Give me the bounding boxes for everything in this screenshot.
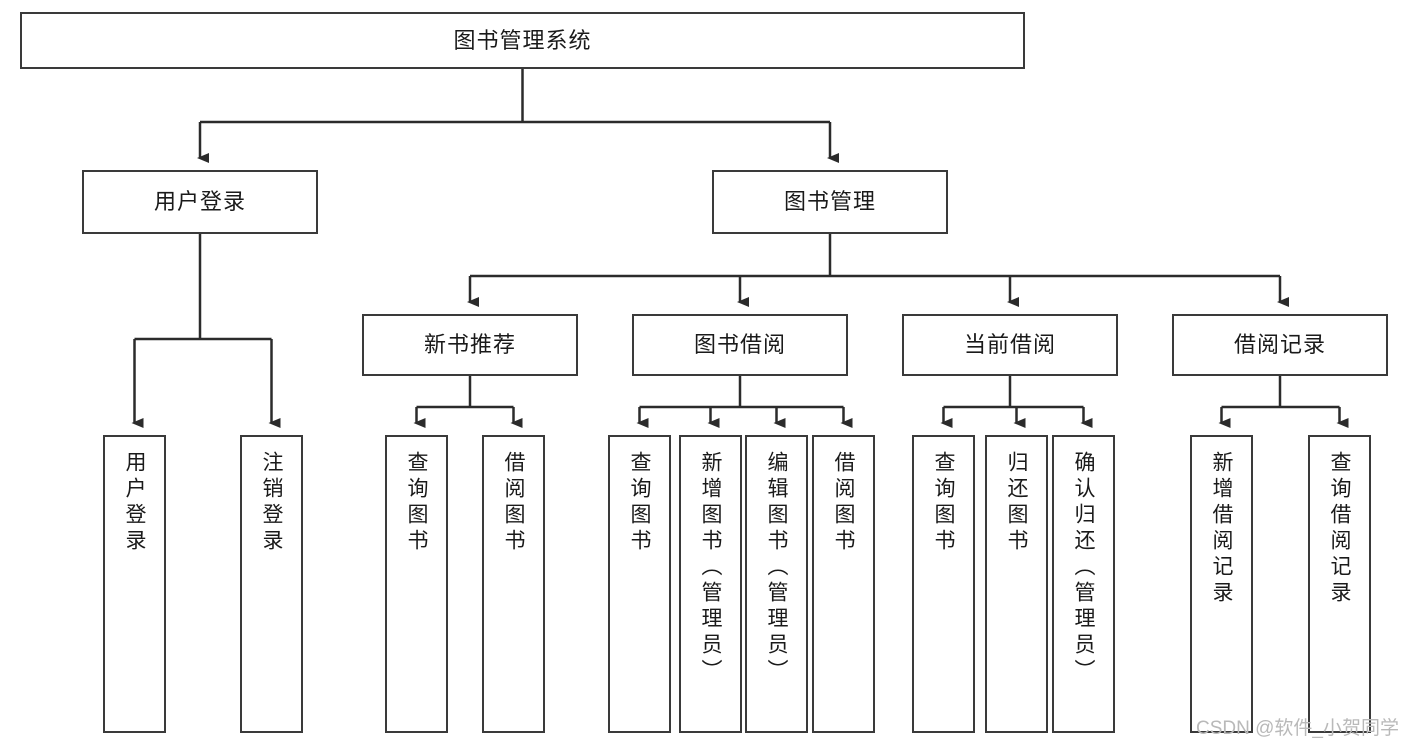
- node-leaf-edit-book-admin[interactable]: 编辑图书（管理员）: [745, 435, 808, 733]
- node-label: 借阅图书: [832, 451, 855, 555]
- node-leaf-confirm-return-admin[interactable]: 确认归还（管理员）: [1052, 435, 1115, 733]
- node-label: 图书管理: [783, 189, 876, 215]
- node-leaf-query-book-borrow[interactable]: 查询图书: [608, 435, 671, 733]
- node-user-login-group[interactable]: 用户登录: [82, 170, 318, 234]
- node-borrow-record[interactable]: 借阅记录: [1172, 314, 1388, 376]
- node-label: 图书借阅: [693, 332, 786, 358]
- node-leaf-return-book[interactable]: 归还图书: [985, 435, 1048, 733]
- watermark: CSDN @软件_小贺同学: [1196, 718, 1399, 739]
- node-label: 注销登录: [260, 451, 283, 555]
- node-leaf-borrow-book[interactable]: 借阅图书: [812, 435, 875, 733]
- node-leaf-borrow-book-recommend[interactable]: 借阅图书: [482, 435, 545, 733]
- node-label: 用户登录: [123, 451, 146, 555]
- node-leaf-query-book-recommend[interactable]: 查询图书: [385, 435, 448, 733]
- node-label: 归还图书: [1005, 451, 1028, 555]
- node-label: 用户登录: [153, 189, 246, 215]
- node-root[interactable]: 图书管理系统: [20, 12, 1025, 69]
- node-label: 查询图书: [932, 451, 955, 555]
- node-label: 新增图书（管理员）: [699, 451, 722, 685]
- node-label: 查询图书: [628, 451, 651, 555]
- node-label: 查询图书: [405, 451, 428, 555]
- node-leaf-query-book-current[interactable]: 查询图书: [912, 435, 975, 733]
- node-leaf-add-borrow-record[interactable]: 新增借阅记录: [1190, 435, 1253, 733]
- node-label: 新书推荐: [423, 332, 516, 358]
- node-label: 查询借阅记录: [1328, 451, 1351, 607]
- node-book-management-group[interactable]: 图书管理: [712, 170, 948, 234]
- node-label: 当前借阅: [963, 332, 1056, 358]
- node-current-borrow[interactable]: 当前借阅: [902, 314, 1118, 376]
- node-label: 借阅记录: [1233, 332, 1326, 358]
- node-label: 新增借阅记录: [1210, 451, 1233, 607]
- node-label: 图书管理系统: [453, 27, 592, 53]
- node-leaf-add-book-admin[interactable]: 新增图书（管理员）: [679, 435, 742, 733]
- node-leaf-user-login[interactable]: 用户登录: [103, 435, 166, 733]
- node-leaf-logout[interactable]: 注销登录: [240, 435, 303, 733]
- node-book-borrow[interactable]: 图书借阅: [632, 314, 848, 376]
- node-new-book-recommend[interactable]: 新书推荐: [362, 314, 578, 376]
- node-leaf-query-borrow-record[interactable]: 查询借阅记录: [1308, 435, 1371, 733]
- node-label: 确认归还（管理员）: [1072, 451, 1095, 685]
- node-label: 编辑图书（管理员）: [765, 451, 788, 685]
- node-label: 借阅图书: [502, 451, 525, 555]
